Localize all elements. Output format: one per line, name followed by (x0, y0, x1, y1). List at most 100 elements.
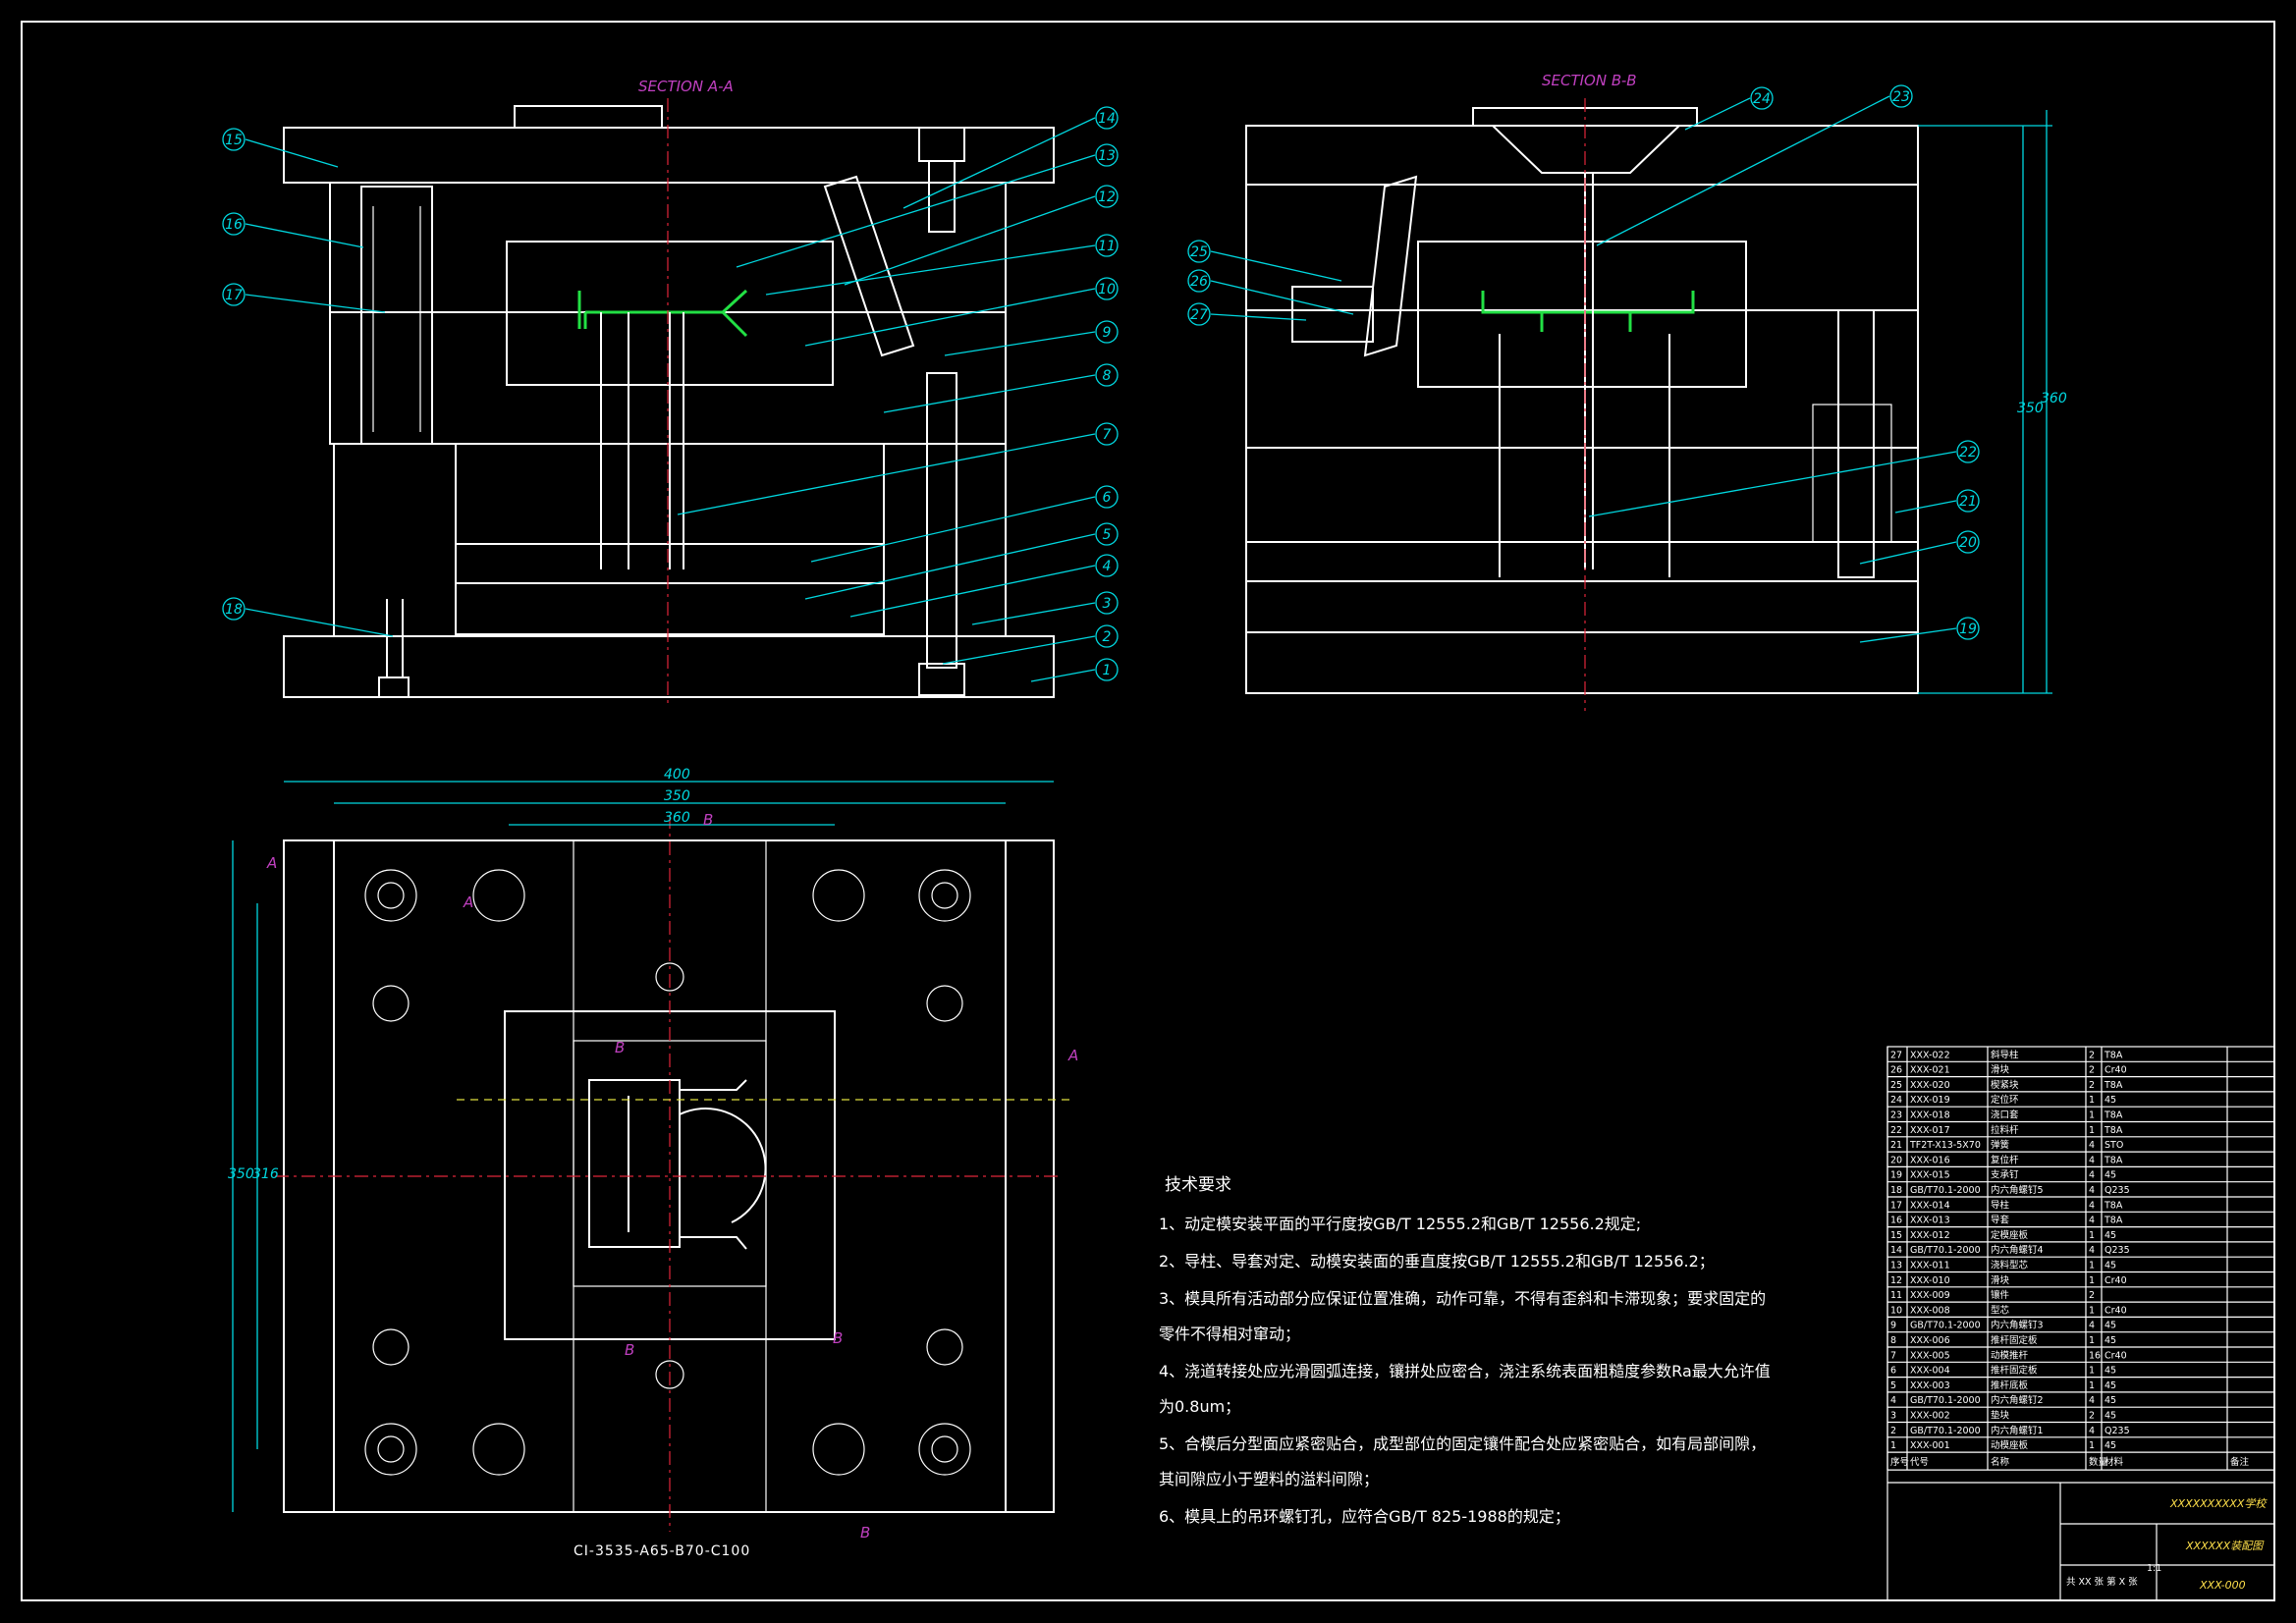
bom-cell: 23 (1890, 1110, 1902, 1121)
bom-cell: XXX-003 (1910, 1380, 1950, 1391)
bom-cell: 20 (1890, 1155, 1902, 1165)
bom-cell: 45 (2105, 1261, 2116, 1271)
bom-cell: XXX-021 (1910, 1065, 1950, 1076)
bom-cell: XXX-017 (1910, 1125, 1950, 1136)
bom-header-cell: 备注 (2230, 1456, 2250, 1468)
balloon-20: 20 (1959, 535, 1977, 551)
cut-label-b1: B (703, 811, 713, 829)
bom-cell: 4 (2089, 1155, 2095, 1165)
bom-cell: 25 (1890, 1080, 1902, 1091)
balloons-b: 24 23 25 26 27 22 21 20 19 (1187, 84, 1980, 643)
bom-cell: 复位杆 (1991, 1154, 2019, 1165)
bom-header-cell: 数量 (2089, 1456, 2108, 1468)
balloon-1: 1 (1103, 663, 1112, 678)
cut-label-b5: B (860, 1524, 870, 1542)
bom-cell: 21 (1890, 1140, 1902, 1151)
tech-line-3: 3、模具所有活动部分应保证位置准确，动作可靠，不得有歪斜和卡滞现象；要求固定的 (1159, 1289, 1766, 1308)
bom-cell: 45 (2105, 1321, 2116, 1331)
bom-cell: 13 (1890, 1261, 1902, 1271)
bom-cell: 27 (1890, 1050, 1902, 1060)
bom-cell: 1 (2089, 1305, 2095, 1316)
bom-cell: 4 (2089, 1321, 2095, 1331)
bom-cell: 1 (2089, 1335, 2095, 1346)
bom-cell: 2 (2089, 1080, 2095, 1091)
bom-cell: XXX-010 (1910, 1275, 1950, 1286)
bom-cell: 10 (1890, 1305, 1902, 1316)
bom-cell: 斜导柱 (1991, 1049, 2019, 1060)
bom-cell: T8A (2104, 1155, 2123, 1165)
balloon-3: 3 (1103, 596, 1112, 612)
bom-cell: 4 (2089, 1170, 2095, 1181)
sheet-count: 共 XX 张 第 X 张 (2066, 1576, 2138, 1588)
bom-cell: 推杆固定板 (1991, 1365, 2038, 1377)
bom-cell: 8 (1890, 1335, 1896, 1346)
dim-350-v: 350 (2017, 401, 2044, 416)
balloon-26: 26 (1190, 274, 1208, 290)
balloon-18: 18 (225, 602, 243, 618)
balloon-16: 16 (225, 217, 243, 233)
bom-cell: 15 (1890, 1230, 1902, 1241)
bom-cell: 4 (2089, 1395, 2095, 1406)
dim-400: 400 (664, 767, 690, 783)
bom-cell: 1 (2089, 1275, 2095, 1286)
bom-cell: 导柱 (1991, 1199, 2010, 1211)
bom-cell: 1 (2089, 1125, 2095, 1136)
drawing-border (21, 21, 2275, 1601)
bom-cell: 动模座板 (1991, 1439, 2029, 1451)
bom-header-cell: 名称 (1991, 1456, 2010, 1468)
balloon-25: 25 (1190, 244, 1208, 260)
bom-cell: 定模座板 (1991, 1229, 2029, 1241)
bom-cell: 45 (2105, 1395, 2116, 1406)
bom-cell: 14 (1890, 1245, 1902, 1256)
bom-cell: 6 (1890, 1366, 1896, 1377)
balloon-27: 27 (1190, 307, 1208, 323)
bom-cell: 4 (2089, 1185, 2095, 1196)
bom-cell: 定位环 (1991, 1094, 2019, 1106)
bom-cell: 1 (2089, 1095, 2095, 1106)
bom-cell: STO (2105, 1140, 2123, 1151)
cut-label-a2: A (1067, 1047, 1078, 1064)
bom-cell: 滑块 (1991, 1064, 2010, 1076)
tech-line-4: 零件不得相对窜动； (1159, 1325, 1300, 1343)
bom-cell: 2 (2089, 1290, 2095, 1301)
bom-cell: 45 (2105, 1335, 2116, 1346)
bom-cell: 1 (2089, 1380, 2095, 1391)
bom-cell: 1 (1890, 1440, 1896, 1451)
balloon-6: 6 (1103, 490, 1112, 506)
bom-cell: 推杆固定板 (1991, 1334, 2038, 1346)
bom-cell: 内六角螺钉3 (1991, 1320, 2044, 1331)
tech-line-7: 5、合模后分型面应紧密贴合，成型部位的固定镶件配合处应紧密贴合，如有局部间隙， (1159, 1434, 1766, 1453)
bom-cell: 浇料型芯 (1991, 1260, 2029, 1271)
tech-title: 技术要求 (1165, 1175, 1231, 1195)
bom-cell: 1 (2089, 1261, 2095, 1271)
bom-header-cell: 序号 (1890, 1456, 1909, 1468)
bom-cell: 3 (1890, 1411, 1896, 1422)
bom-cell: 17 (1890, 1200, 1902, 1211)
bom-cell: 2 (2089, 1065, 2095, 1076)
bom-cell: TF2T-X13-5X70 (1909, 1140, 1981, 1151)
bom-cell: 2 (2089, 1050, 2095, 1060)
bom-cell: 11 (1890, 1290, 1902, 1301)
bom-header-cell: 代号 (1910, 1457, 1929, 1468)
bom-cell: 1 (2089, 1440, 2095, 1451)
tech-line-8: 其间隙应小于塑料的溢料间隙； (1159, 1470, 1379, 1488)
dim-360-v: 360 (2041, 391, 2067, 406)
bom-cell: Cr40 (2105, 1305, 2127, 1316)
section-a-title: SECTION A-A (638, 78, 734, 95)
bom-cell: GB/T70.1-2000 (1910, 1245, 1981, 1256)
bom-cell: 45 (2105, 1170, 2116, 1181)
bom-cell: XXX-014 (1910, 1200, 1950, 1211)
bom-cell: XXX-004 (1910, 1366, 1950, 1377)
balloon-23: 23 (1892, 89, 1910, 105)
bom-cell: 16 (1890, 1216, 1902, 1226)
drawing-number: XXX-000 (2199, 1579, 2246, 1592)
balloon-22: 22 (1959, 445, 1977, 460)
bom-cell: XXX-009 (1910, 1290, 1950, 1301)
bom-cell: XXX-005 (1910, 1350, 1950, 1361)
bom-cell: 推杆底板 (1991, 1380, 2029, 1391)
bom-cell: 4 (2089, 1140, 2095, 1151)
bom-cell: 内六角螺钉2 (1991, 1394, 2044, 1406)
tech-line-9: 6、模具上的吊环螺钉孔，应符合GB/T 825-1988的规定； (1159, 1507, 1570, 1526)
bom-cell: 5 (1890, 1380, 1896, 1391)
